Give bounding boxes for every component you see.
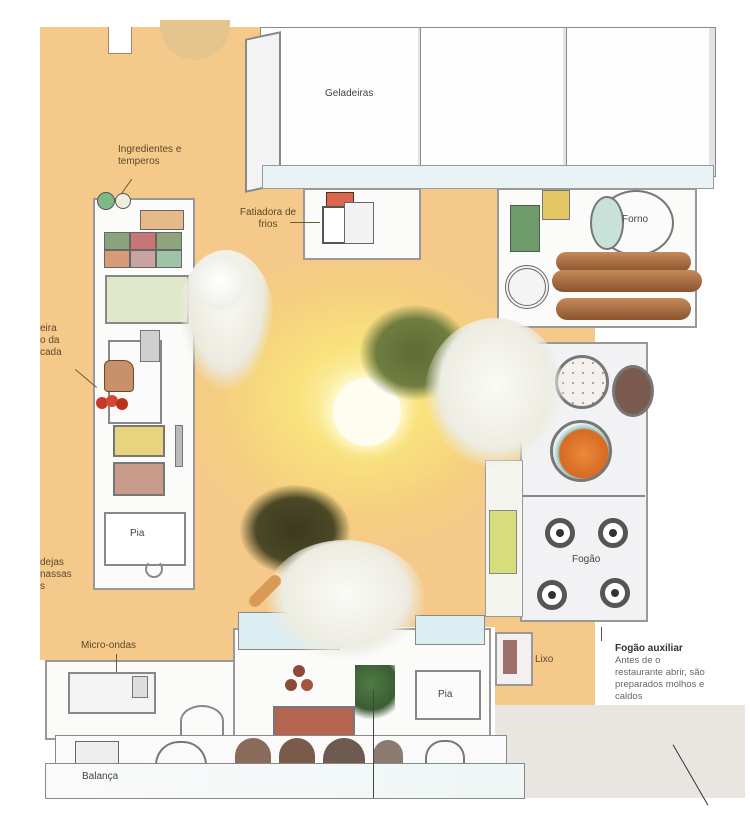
scale-counter — [45, 763, 525, 799]
stove-divider — [523, 495, 645, 497]
island-center-line — [373, 690, 374, 798]
right-floor-area — [495, 705, 745, 798]
chef-left-hat — [190, 252, 250, 312]
refrigerator-2 — [420, 27, 570, 177]
label-tabua: eira o da cada — [40, 323, 62, 358]
sink-island — [415, 670, 481, 720]
refrigerator-base — [262, 165, 714, 189]
label-fatiadora: Fatiadora de frios — [233, 207, 303, 231]
refrigerator-1 — [260, 27, 425, 177]
kitchen-floor-lower-left — [40, 600, 240, 660]
baguettes — [552, 250, 702, 330]
leader-fogao-auxiliar — [601, 627, 602, 641]
annotation-fogao-auxiliar-title: Fogão auxiliar — [615, 643, 683, 654]
pot-orange — [550, 420, 612, 482]
label-pia-left: Pia — [130, 528, 145, 539]
label-microondas: Micro-ondas — [81, 640, 137, 651]
oven-door — [590, 196, 624, 250]
burner-top-right — [598, 518, 628, 548]
tomatoes — [96, 395, 130, 411]
plates-stack — [180, 705, 224, 737]
oven-controls — [542, 190, 570, 220]
salad-tray — [105, 275, 189, 324]
mixer-bowl — [505, 265, 549, 309]
herbs-bunch — [355, 665, 395, 729]
microwave-panel — [132, 676, 148, 698]
herb-rack — [510, 205, 540, 252]
trash-contents — [503, 640, 517, 674]
refrigerator-3 — [566, 27, 716, 177]
door-notch — [108, 27, 132, 54]
tray-meat — [113, 462, 165, 496]
annotation-fogao-auxiliar: Fogão auxiliar Antes de o restaurante ab… — [615, 643, 725, 703]
label-ingredientes: Ingredientes e temperos — [118, 144, 218, 168]
chef-bottom-body — [265, 540, 425, 660]
label-geladeiras: Geladeiras — [325, 88, 374, 99]
sink-left — [104, 512, 186, 566]
ingredient-trays — [104, 232, 184, 268]
knife — [175, 425, 183, 467]
island-glass-shelf-2 — [415, 615, 485, 645]
label-ingredientes-text: Ingredientes e temperos — [118, 144, 182, 167]
annotation-fogao-auxiliar-desc: Antes de o restaurante abrir, são prepar… — [615, 655, 705, 702]
bread-loaf — [104, 360, 134, 392]
burner-top-left — [545, 518, 575, 548]
label-forno: Forno — [622, 214, 649, 225]
leader-fatiadora — [290, 222, 320, 223]
meatballs — [285, 665, 319, 695]
grater — [140, 330, 160, 362]
label-balanca: Balança — [82, 771, 119, 782]
burner-bottom-left — [537, 580, 567, 610]
pan-sausages — [612, 365, 654, 417]
label-fogao: Fogão — [572, 554, 601, 565]
ingredient-jars — [95, 190, 135, 212]
tray-yellow — [113, 425, 165, 457]
side-shelf-herbs — [489, 510, 517, 574]
label-fatiadora-text: Fatiadora de frios — [239, 207, 297, 230]
ingredient-tray-1 — [140, 210, 184, 230]
label-pia-island: Pia — [438, 689, 453, 700]
meat-tray — [273, 706, 355, 738]
faucet-left — [145, 560, 163, 578]
burner-bottom-right — [600, 578, 630, 608]
leader-microondas — [116, 654, 117, 672]
label-lixo: Lixo — [535, 654, 554, 665]
chef-right-body — [425, 318, 565, 468]
slicer — [322, 192, 374, 244]
label-bandejas: dejas nassas s — [40, 557, 72, 592]
pots-row — [55, 738, 505, 767]
